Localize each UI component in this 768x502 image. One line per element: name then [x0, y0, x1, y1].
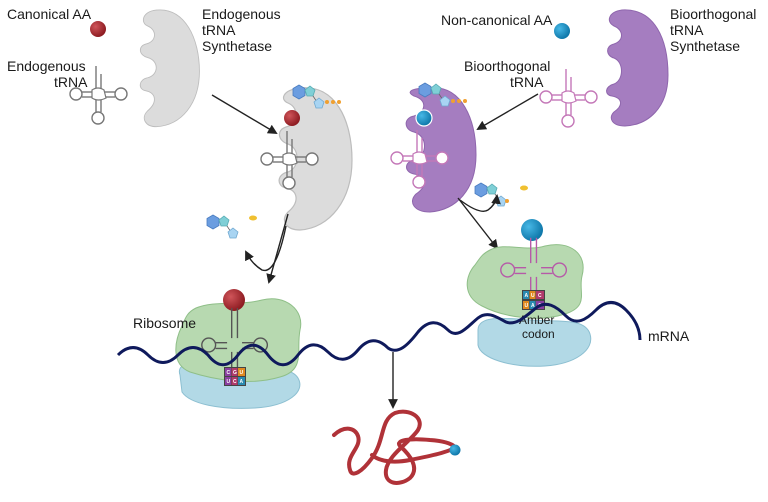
arrow-to-ribosome-right: [457, 197, 499, 250]
ppi-released-right-icon: [520, 185, 528, 191]
bioorthogonal-trna-icon: [539, 68, 598, 128]
amp-released-left-icon: [206, 214, 239, 239]
canonical-aa-on-ribosome: [223, 289, 245, 311]
arrow-release-right: [459, 194, 501, 212]
svg-text:A: A: [531, 303, 535, 309]
svg-text:U: U: [531, 293, 535, 299]
ppi-released-left-icon: [249, 215, 257, 221]
bioorthogonal-trna-label-2: tRNA: [510, 74, 544, 90]
arrow-to-ribosome-left: [266, 213, 289, 284]
arrow-charging-bioorthogonal: [476, 93, 539, 130]
bioorthogonal-synthetase-label-1: Bioorthogonal: [670, 6, 756, 22]
endogenous-synthetase-complex: [260, 84, 353, 231]
incorporated-noncanonical-aa: [449, 444, 461, 456]
noncanonical-aa-label: Non-canonical AA: [441, 12, 553, 28]
ribosome-label: Ribosome: [133, 315, 196, 331]
bioorthogonal-synthetase-complex: [390, 82, 477, 213]
svg-text:C: C: [227, 370, 231, 376]
bioorthogonal-synthetase-label-3: Synthetase: [670, 38, 740, 54]
amber-codon-label-2: codon: [522, 327, 555, 341]
arrow-charging-endogenous: [211, 94, 278, 135]
ribosome-small-subunit-right: [477, 317, 592, 367]
svg-text:U: U: [240, 370, 244, 376]
canonical-aa-bound: [284, 110, 300, 126]
amber-codon-label-1: Amber: [519, 313, 554, 327]
endogenous-trna-label-1: Endogenous: [7, 58, 86, 74]
endogenous-synthetase-icon: [139, 9, 200, 128]
canonical-aa-label: Canonical AA: [7, 6, 92, 22]
endogenous-synthetase-label-1: Endogenous: [202, 6, 281, 22]
svg-text:A: A: [525, 293, 529, 299]
svg-text:A: A: [240, 379, 244, 385]
codon-box-right: A U C U A G: [522, 290, 545, 310]
codon-box-left: C G U U C A: [224, 367, 246, 386]
svg-text:U: U: [227, 379, 231, 385]
arrow-release-left: [245, 225, 287, 272]
svg-text:G: G: [233, 370, 237, 376]
endogenous-synthetase-label-2: tRNA: [202, 22, 236, 38]
svg-text:C: C: [233, 379, 237, 385]
bioorthogonal-synthetase-label-2: tRNA: [670, 22, 704, 38]
noncanonical-aa-icon: [554, 23, 570, 39]
endogenous-trna-label-2: tRNA: [54, 74, 88, 90]
mrna-strand: [116, 301, 642, 367]
folded-protein: [332, 409, 458, 485]
noncanonical-aa-bound: [415, 109, 433, 127]
mrna-label: mRNA: [648, 328, 690, 344]
noncanonical-aa-on-ribosome: [521, 219, 543, 241]
bioorthogonal-trna-label-1: Bioorthogonal: [464, 58, 550, 74]
ribosome-large-subunit-left: [175, 298, 302, 382]
svg-text:U: U: [525, 303, 529, 309]
endogenous-synthetase-label-3: Synthetase: [202, 38, 272, 54]
amp-released-right-icon: [474, 182, 507, 207]
svg-text:C: C: [538, 293, 542, 299]
canonical-aa-icon: [90, 21, 106, 37]
bioorthogonal-synthetase-icon: [606, 9, 669, 127]
